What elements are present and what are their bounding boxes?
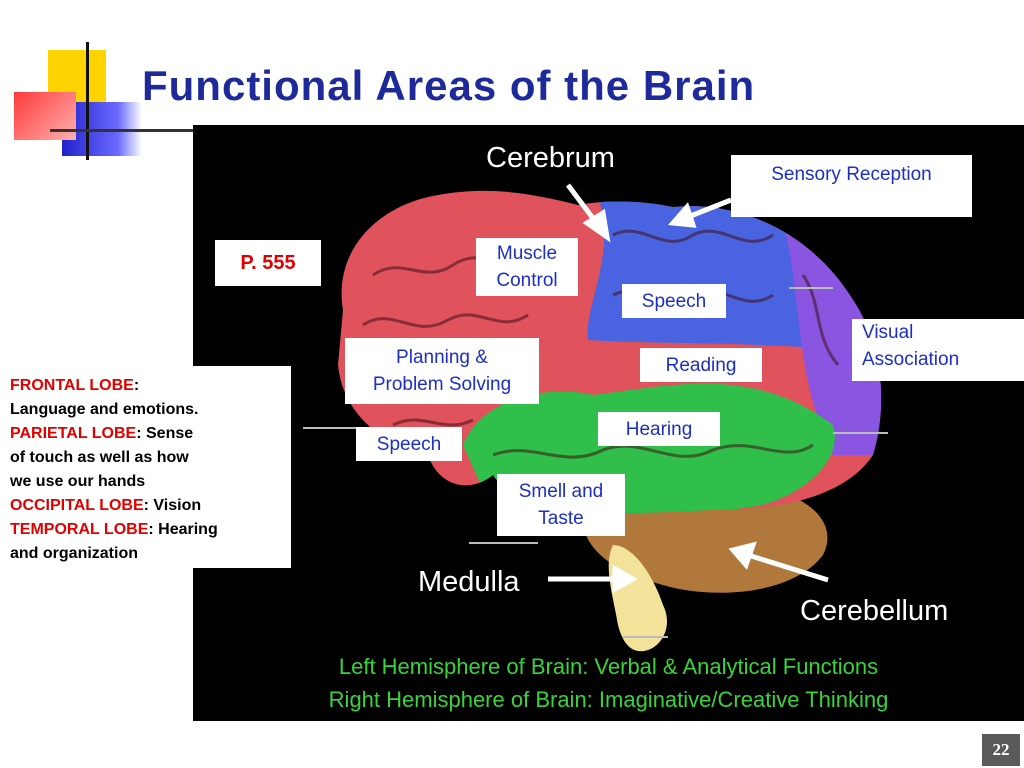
- title-decoration-vertical-line: [86, 42, 89, 160]
- left-hemisphere-caption: Left Hemisphere of Brain: Verbal & Analy…: [338, 654, 879, 679]
- slide-title: Functional Areas of the Brain: [142, 62, 756, 109]
- occipital-lobe-name: OCCIPITAL LOBE: [10, 497, 144, 514]
- page-number: 22: [982, 734, 1020, 766]
- temporal-lobe-line: TEMPORAL LOBE: Hearing: [10, 518, 291, 542]
- cerebrum-label: Cerebrum: [486, 142, 615, 174]
- muscle-control-line-2: Control: [496, 270, 558, 291]
- visual-association-label: Visual Association: [852, 319, 1024, 381]
- reading-label: Reading: [640, 348, 762, 382]
- sensory-label-notch: [836, 217, 972, 227]
- medulla-label: Medulla: [418, 566, 520, 598]
- smell-taste-line-2: Taste: [538, 508, 584, 529]
- planning-line-2: Problem Solving: [372, 374, 512, 395]
- occipital-lobe-line: OCCIPITAL LOBE: Vision: [10, 494, 291, 518]
- frontal-lobe-name: FRONTAL LOBE: [10, 377, 134, 394]
- frontal-lobe-colon: :: [133, 377, 140, 394]
- sensory-reception-text: Sensory Reception: [771, 164, 932, 185]
- smell-taste-label: Smell and Taste: [497, 474, 625, 536]
- muscle-control-line-1: Muscle: [496, 243, 558, 264]
- planning-line-1: Planning &: [396, 347, 488, 368]
- page-reference-badge: P. 555: [215, 240, 321, 286]
- planning-problem-solving-label: Planning & Problem Solving: [345, 338, 539, 404]
- title-decoration-horizontal-line: [50, 129, 200, 132]
- cerebellum-label: Cerebellum: [800, 595, 949, 627]
- parietal-lobe-desc-1: : Sense: [136, 425, 194, 442]
- speech-parietal-label: Speech: [622, 284, 726, 318]
- parietal-lobe-desc-2: of touch as well as how: [10, 449, 189, 466]
- hearing-label: Hearing: [598, 412, 720, 446]
- frontal-lobe-desc: Language and emotions.: [10, 401, 199, 418]
- temporal-lobe-name: TEMPORAL LOBE: [10, 521, 149, 538]
- temporal-lobe-desc-2: and organization: [10, 545, 138, 562]
- pointer-arrows: [548, 183, 829, 594]
- parietal-lobe-desc-3: we use our hands: [10, 473, 146, 490]
- title-decoration-red-square: [14, 92, 76, 140]
- frontal-lobe-line: FRONTAL LOBE:: [10, 374, 291, 398]
- sensory-reception-label: Sensory Reception: [731, 155, 972, 217]
- parietal-lobe-line: PARIETAL LOBE: Sense: [10, 422, 291, 446]
- lobe-descriptions-box: FRONTAL LOBE: Language and emotions. PAR…: [0, 366, 291, 568]
- occipital-lobe-desc: : Vision: [143, 497, 202, 514]
- temporal-lobe-desc-1: : Hearing: [148, 521, 218, 538]
- right-hemisphere-caption: Right Hemisphere of Brain: Imaginative/C…: [328, 687, 889, 712]
- speech-frontal-label: Speech: [356, 427, 462, 461]
- smell-taste-line-1: Smell and: [518, 481, 604, 502]
- parietal-lobe-name: PARIETAL LOBE: [10, 425, 137, 442]
- muscle-control-label: Muscle Control: [476, 238, 578, 296]
- visual-association-line-1: Visual: [862, 322, 914, 343]
- visual-association-line-2: Association: [862, 349, 960, 370]
